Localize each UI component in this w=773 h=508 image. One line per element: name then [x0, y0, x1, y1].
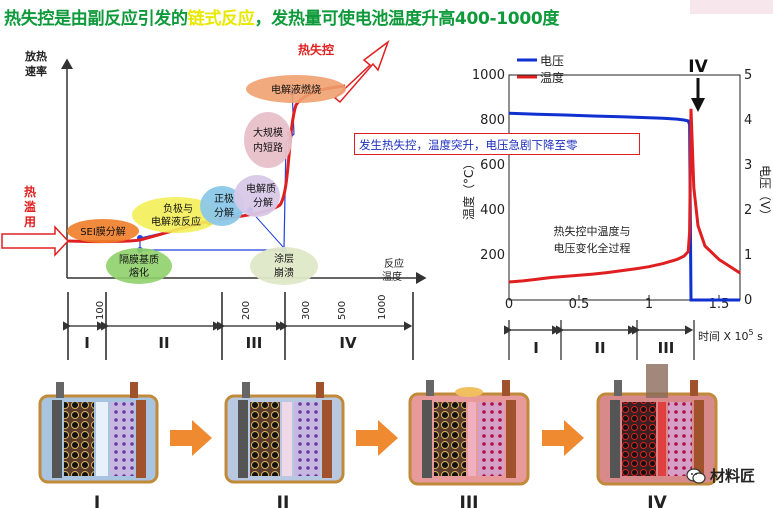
chart-stage-2: II [594, 339, 605, 357]
y-axis-label-2: 速率 [25, 64, 47, 78]
battery-label-2: II [277, 493, 290, 508]
temp-tick-100: 100 [95, 301, 106, 320]
top-decor-bar [690, 0, 773, 14]
right-tick-1: 1 [744, 248, 752, 263]
arrow-3-4 [542, 420, 584, 456]
runaway-arrow [333, 39, 390, 104]
x-axis-label-1: 反应 [384, 257, 404, 270]
battery-stage-2 [224, 382, 345, 484]
arrow-1-2 [170, 420, 212, 456]
runaway-callout: 发生热失控，温度突升，电压急剧下降至零 [354, 133, 640, 155]
watermark-text: 材料匠 [709, 467, 755, 485]
battery-stage-4 [596, 364, 718, 486]
battery-stage-1 [38, 382, 159, 484]
abuse-label-1: 热 [24, 184, 36, 199]
inner-note-2: 电压变化全过程 [554, 241, 631, 255]
bubble-anode [132, 197, 220, 233]
bubble-coating [250, 247, 318, 285]
stage-label-2: II [158, 334, 169, 352]
legend-temperature: 温度 [540, 70, 564, 85]
chain-reaction-diagram: 放热 速率 反应 温度 热 滥 用 热失控 SEI膜分解 隔膜基质 熔化 负极与… [1, 39, 427, 360]
wechat-icon [686, 467, 706, 484]
temp-tick-500: 500 [337, 301, 348, 320]
svg-text:大规模: 大规模 [253, 126, 283, 139]
stage-label-3: III [246, 334, 263, 352]
x-axis-label-2: 温度 [382, 270, 402, 283]
x-axis-label: 时间 X 105 s [698, 328, 763, 343]
battery-stage-illustrations: I II III IV [38, 364, 718, 508]
battery-stage-3 [408, 380, 530, 486]
watermark: 材料匠 [686, 465, 755, 486]
stage-iv-marker: IV [688, 57, 708, 77]
left-tick-400: 400 [480, 203, 505, 218]
arrow-2-3 [356, 420, 398, 456]
right-tick-4: 4 [744, 113, 752, 128]
left-tick-800: 800 [480, 113, 505, 128]
stage-label-1: I [84, 334, 90, 352]
abuse-label-3: 用 [23, 215, 36, 229]
x-tick-0: 0 [505, 297, 513, 312]
svg-text:隔膜基质: 隔膜基质 [119, 253, 159, 266]
y-axis-label-1: 放热 [24, 49, 47, 63]
svg-text:电解质: 电解质 [246, 182, 276, 195]
temp-tick-300: 300 [301, 301, 312, 320]
battery-label-3: III [460, 493, 479, 508]
left-tick-1000: 1000 [472, 68, 505, 83]
legend-voltage: 电压 [540, 54, 564, 68]
right-axis-label: 电压（V） [758, 165, 772, 221]
svg-text:SEI膜分解: SEI膜分解 [80, 225, 126, 238]
left-tick-600: 600 [480, 158, 505, 173]
battery-label-4: IV [647, 493, 667, 508]
left-axis-label: 温度（°C） [461, 158, 476, 220]
battery-label-1: I [94, 493, 100, 508]
runaway-label: 热失控 [298, 42, 334, 57]
stage-label-4: IV [339, 334, 357, 352]
temperature-series-line [508, 108, 741, 284]
svg-text:熔化: 熔化 [129, 266, 149, 279]
chart-stage-1: I [533, 339, 539, 357]
page-title: 热失控是由副反应引发的链式反应，发热量可使电池温度升高400-1000度 [4, 9, 560, 29]
right-tick-2: 2 [744, 203, 752, 218]
bubble-electrolyte-decomp [234, 175, 280, 217]
temp-tick-1000: 1000 [377, 295, 388, 320]
svg-text:负极与: 负极与 [163, 202, 193, 215]
right-tick-5: 5 [744, 68, 752, 83]
temp-tick-200: 200 [241, 301, 252, 320]
right-tick-3: 3 [744, 158, 752, 173]
abuse-label-2: 滥 [24, 199, 36, 214]
x-tick-0.5: 0.5 [569, 297, 590, 312]
chart-stage-3: III [658, 339, 675, 357]
abuse-input-arrow [1, 225, 70, 257]
temperature-voltage-chart: 1000 800 600 400 200 5 4 3 2 1 0 0 0.5 1… [461, 54, 772, 360]
svg-text:正极: 正极 [214, 192, 234, 205]
svg-text:电解液反应: 电解液反应 [151, 215, 201, 228]
bubble-cathode [200, 186, 244, 226]
bubble-separator [106, 248, 172, 284]
bubble-combustion [246, 75, 346, 103]
svg-text:分解: 分解 [253, 196, 273, 209]
svg-text:崩溃: 崩溃 [274, 266, 294, 279]
bubble-sei [67, 219, 139, 243]
inner-note-1: 热失控中温度与 [554, 224, 631, 238]
bubble-internal-short [244, 112, 292, 168]
left-tick-200: 200 [480, 248, 505, 263]
right-tick-0: 0 [744, 293, 752, 308]
voltage-series-line [508, 111, 740, 302]
svg-text:电解液燃烧: 电解液燃烧 [271, 83, 321, 96]
svg-text:涂层: 涂层 [274, 252, 294, 265]
svg-text:分解: 分解 [214, 206, 234, 219]
x-tick-1: 1 [645, 297, 653, 312]
svg-text:内短路: 内短路 [253, 141, 283, 154]
